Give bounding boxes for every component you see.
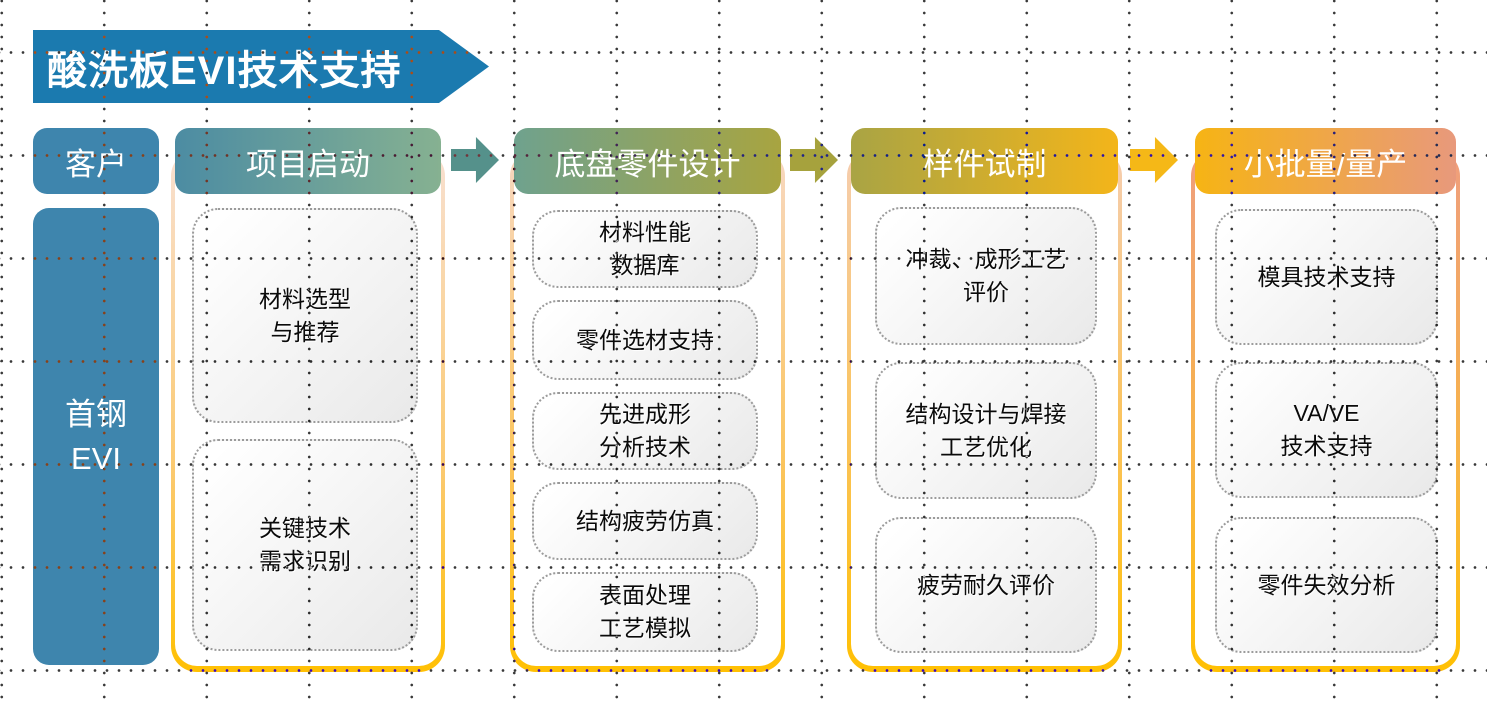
arrow-right-icon	[1130, 137, 1178, 183]
stage-panel-project-start: 材料选型 与推荐 关键技术 需求识别	[171, 150, 445, 672]
stage-header-chassis-part-design: 底盘零件设计	[514, 128, 781, 194]
stage-panel-mass-production: 模具技术支持 VA/VE 技术支持 零件失效分析	[1191, 150, 1460, 672]
flow-item: 模具技术支持	[1215, 209, 1438, 345]
flow-item: 关键技术 需求识别	[192, 439, 418, 651]
customer-header: 客户	[33, 128, 159, 194]
page-title: 酸洗板EVI技术支持	[47, 48, 402, 93]
flow-item: 结构设计与焊接 工艺优化	[875, 362, 1097, 499]
flow-item: 零件选材支持	[532, 300, 758, 380]
flow-item: 先进成形 分析技术	[532, 392, 758, 470]
flow-item: 表面处理 工艺模拟	[532, 572, 758, 652]
title-banner: 酸洗板EVI技术支持	[33, 30, 489, 103]
customer-box: 首钢 EVI	[33, 208, 159, 665]
stage-header-sample-trial: 样件试制	[851, 128, 1118, 194]
arrow-right-icon	[790, 137, 838, 183]
flow-item: VA/VE 技术支持	[1215, 362, 1438, 498]
flow-item: 零件失效分析	[1215, 517, 1438, 653]
stage-panel-sample-trial: 冲裁、成形工艺 评价 结构设计与焊接 工艺优化 疲劳耐久评价	[847, 150, 1122, 672]
flow-item: 材料选型 与推荐	[192, 208, 418, 423]
stage-header-mass-production: 小批量/量产	[1195, 128, 1456, 194]
flow-item: 材料性能 数据库	[532, 210, 758, 288]
arrow-right-icon	[451, 137, 499, 183]
flow-item: 冲裁、成形工艺 评价	[875, 207, 1097, 345]
flow-item: 结构疲劳仿真	[532, 482, 758, 560]
stage-panel-chassis-part-design: 材料性能 数据库 零件选材支持 先进成形 分析技术 结构疲劳仿真 表面处理 工艺…	[510, 150, 785, 672]
stage-header-project-start: 项目启动	[175, 128, 441, 194]
flow-item: 疲劳耐久评价	[875, 517, 1097, 653]
